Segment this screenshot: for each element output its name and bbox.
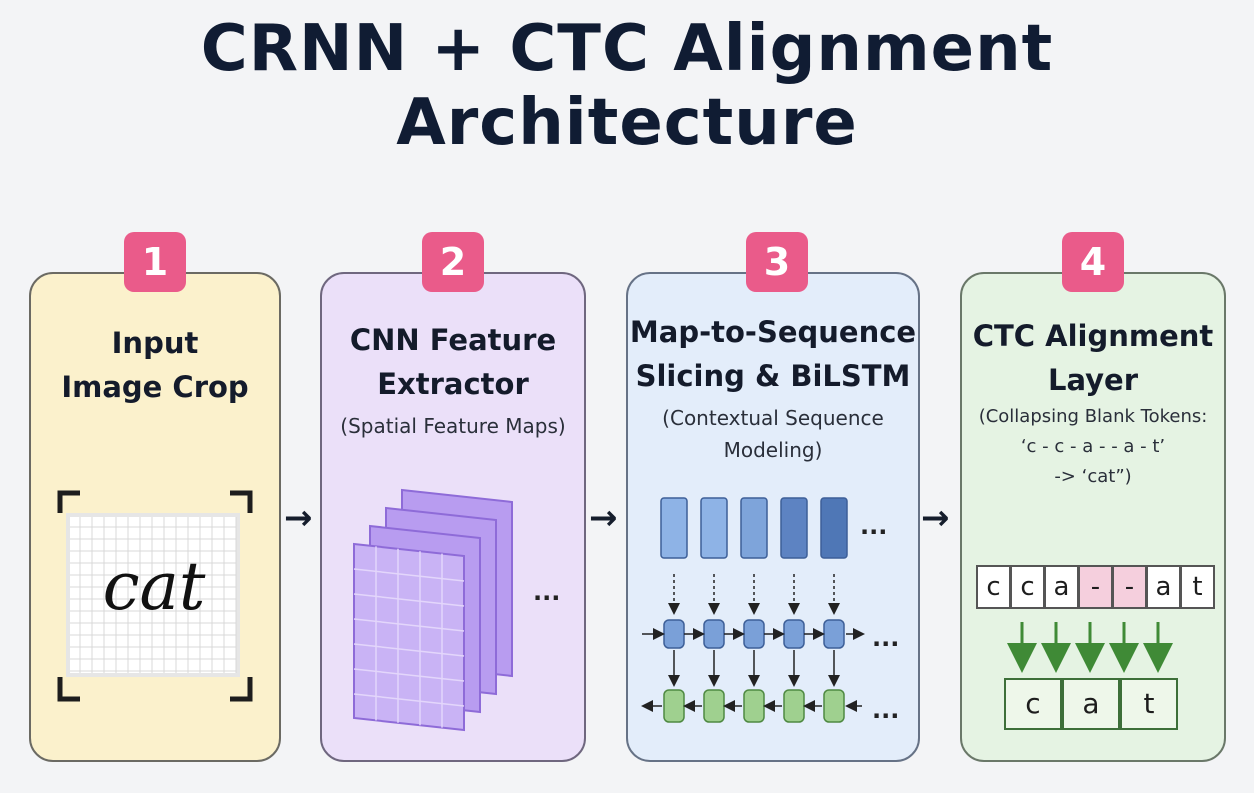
step-badge-1: 1 <box>124 232 186 292</box>
ctc-token: a <box>1044 565 1079 609</box>
flow-arrow-1: → <box>284 498 313 538</box>
input-word: cat <box>102 548 206 625</box>
image-crop-illustration <box>57 490 253 702</box>
step-2-heading-line: CNN Feature <box>349 323 557 357</box>
ctc-token: a <box>1146 565 1181 609</box>
ctc-token: c <box>1010 565 1045 609</box>
step-3-subtitle-line: Modeling) <box>723 438 823 462</box>
ctc-blank-token: - <box>1112 565 1147 609</box>
backward-lstm-cell <box>743 689 765 723</box>
step-4-heading-line: CTC Alignment <box>972 319 1214 353</box>
crop-brackets-icon <box>57 490 253 702</box>
image-crop-frame <box>66 513 240 677</box>
step-3-subtitle: (Contextual Sequence Modeling) <box>626 402 920 466</box>
sequence-slice <box>740 497 768 559</box>
feature-map-gridline <box>353 593 465 607</box>
step-3-heading: Map-to-Sequence Slicing & BiLSTM <box>626 310 920 398</box>
step-badge-4: 4 <box>1062 232 1124 292</box>
step-2-subtitle: (Spatial Feature Maps) <box>340 414 566 438</box>
step-4-subtitle-line: -> ‘cat”) <box>1054 466 1132 487</box>
forward-lstm-cell <box>743 619 765 649</box>
sequence-slice <box>700 497 728 559</box>
forward-lstm-cell <box>663 619 685 649</box>
flow-arrow-2: → <box>589 498 618 538</box>
ctc-blank-token: - <box>1078 565 1113 609</box>
sequence-slice <box>660 497 688 559</box>
page-title: CRNN + CTC Alignment Architecture <box>200 12 1054 160</box>
backward-lstm-cell <box>703 689 725 723</box>
backward-lstm-cell <box>783 689 805 723</box>
bilstm-illustration <box>641 497 865 723</box>
step-2-heading-line: Extractor <box>377 367 529 401</box>
forward-lstm-cell <box>823 619 845 649</box>
ctc-output-token: t <box>1120 678 1178 730</box>
step-3-heading-line: Slicing & BiLSTM <box>635 359 911 393</box>
backward-lstm-ellipsis: ... <box>872 696 900 724</box>
backward-lstm-cell <box>823 689 845 723</box>
feature-map-gridline <box>353 568 465 582</box>
feature-map-gridline <box>353 643 465 657</box>
step-4-subtitle: (Collapsing Blank Tokens: ‘c - c - a - -… <box>960 402 1226 492</box>
step-3-heading-line: Map-to-Sequence <box>629 315 917 349</box>
ctc-collapse-arrows <box>1007 622 1173 673</box>
ctc-token: c <box>976 565 1011 609</box>
step-badge-3: 3 <box>746 232 808 292</box>
forward-lstm-cell <box>783 619 805 649</box>
step-1-heading-line: Image Crop <box>61 370 249 404</box>
feature-map-gridline <box>353 693 465 707</box>
ctc-output-token: a <box>1062 678 1120 730</box>
step-2-heading: CNN Feature Extractor <box>320 318 586 406</box>
feature-map-gridline <box>353 618 465 632</box>
feature-maps-illustration <box>353 488 513 732</box>
backward-lstm-cell <box>663 689 685 723</box>
step-4-heading-line: Layer <box>1047 363 1139 397</box>
feature-map-layer <box>353 542 465 732</box>
feature-map-plane <box>353 542 465 732</box>
step-4-subtitle-line: ‘c - c - a - - a - t’ <box>1020 436 1166 457</box>
sequence-ellipsis: ... <box>860 512 888 540</box>
feature-maps-ellipsis: ... <box>533 578 561 606</box>
feature-map-gridline <box>353 668 465 682</box>
step-1-heading-line: Input <box>111 326 199 360</box>
step-1-heading: Input Image Crop <box>29 321 281 409</box>
forward-lstm-cell <box>703 619 725 649</box>
step-4-subtitle-line: (Collapsing Blank Tokens: <box>978 406 1208 427</box>
sequence-slice <box>780 497 808 559</box>
flow-arrow-3: → <box>921 498 950 538</box>
ctc-output-token: c <box>1004 678 1062 730</box>
step-4-heading: CTC Alignment Layer <box>960 314 1226 402</box>
ctc-token: t <box>1180 565 1215 609</box>
forward-lstm-ellipsis: ... <box>872 624 900 652</box>
step-3-subtitle-line: (Contextual Sequence <box>662 406 884 430</box>
step-badge-2: 2 <box>422 232 484 292</box>
sequence-slice <box>820 497 848 559</box>
